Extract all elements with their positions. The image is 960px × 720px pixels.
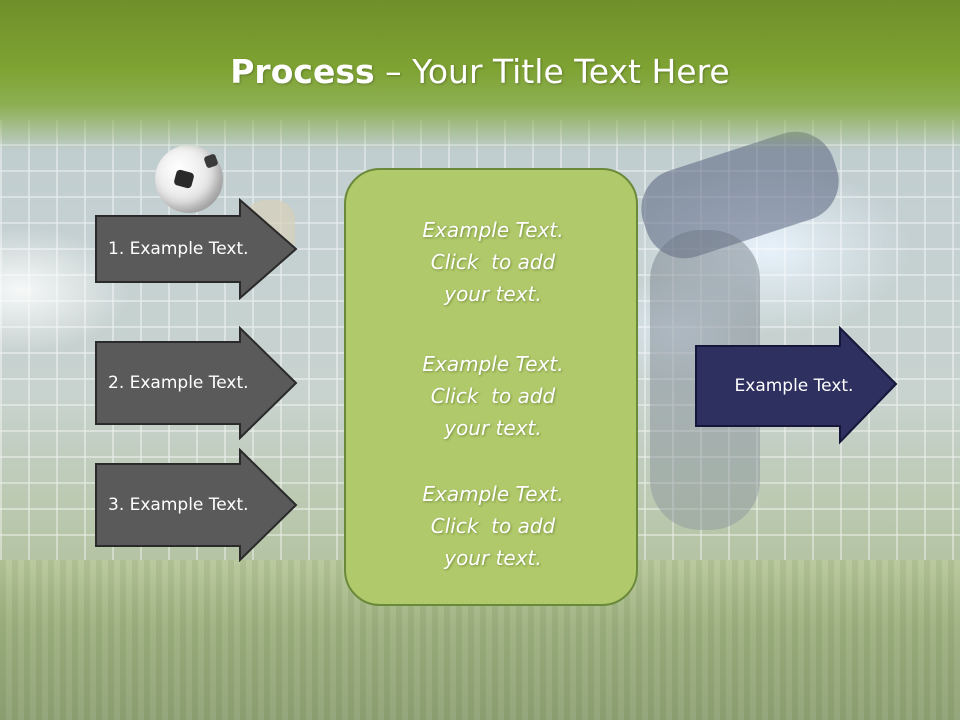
paragraph-line: Example Text. [422, 352, 564, 376]
paragraph-line: your text. [444, 416, 542, 440]
title-bold: Process [230, 52, 375, 91]
soccer-ball-icon [155, 145, 223, 213]
step-arrow-1[interactable]: 1. Example Text. [94, 198, 300, 300]
paragraph-line: Example Text. [422, 218, 564, 242]
step-label-3: 3. Example Text. [108, 495, 249, 515]
step-label-1: 1. Example Text. [108, 239, 249, 259]
arrow-shape-icon [95, 326, 298, 440]
paragraph-line: Click to add [430, 514, 556, 538]
paragraph-line: Example Text. [422, 482, 564, 506]
paragraph-line: Click to add [430, 250, 556, 274]
result-arrow[interactable]: Example Text. [694, 326, 900, 446]
title-band [0, 0, 960, 150]
title-rest: Your Title Text Here [412, 52, 730, 91]
title-separator: – [374, 52, 413, 91]
arrow-shape-icon [95, 448, 298, 562]
center-content-box[interactable]: Example Text. Click to add your text. Ex… [344, 168, 638, 606]
center-paragraph-3: Example Text. Click to add your text. [346, 478, 640, 574]
paragraph-line: Click to add [430, 384, 556, 408]
result-label: Example Text. [734, 376, 854, 396]
paragraph-line: your text. [444, 282, 542, 306]
paragraph-line: your text. [444, 546, 542, 570]
arrow-shape-icon [95, 198, 298, 300]
center-paragraph-1: Example Text. Click to add your text. [346, 214, 640, 310]
step-label-2: 2. Example Text. [108, 373, 249, 393]
center-paragraph-2: Example Text. Click to add your text. [346, 348, 640, 444]
arrow-shape-icon [695, 326, 898, 445]
step-arrow-2[interactable]: 2. Example Text. [94, 326, 300, 440]
slide-title[interactable]: Process – Your Title Text Here [0, 52, 960, 91]
step-arrow-3[interactable]: 3. Example Text. [94, 448, 300, 562]
